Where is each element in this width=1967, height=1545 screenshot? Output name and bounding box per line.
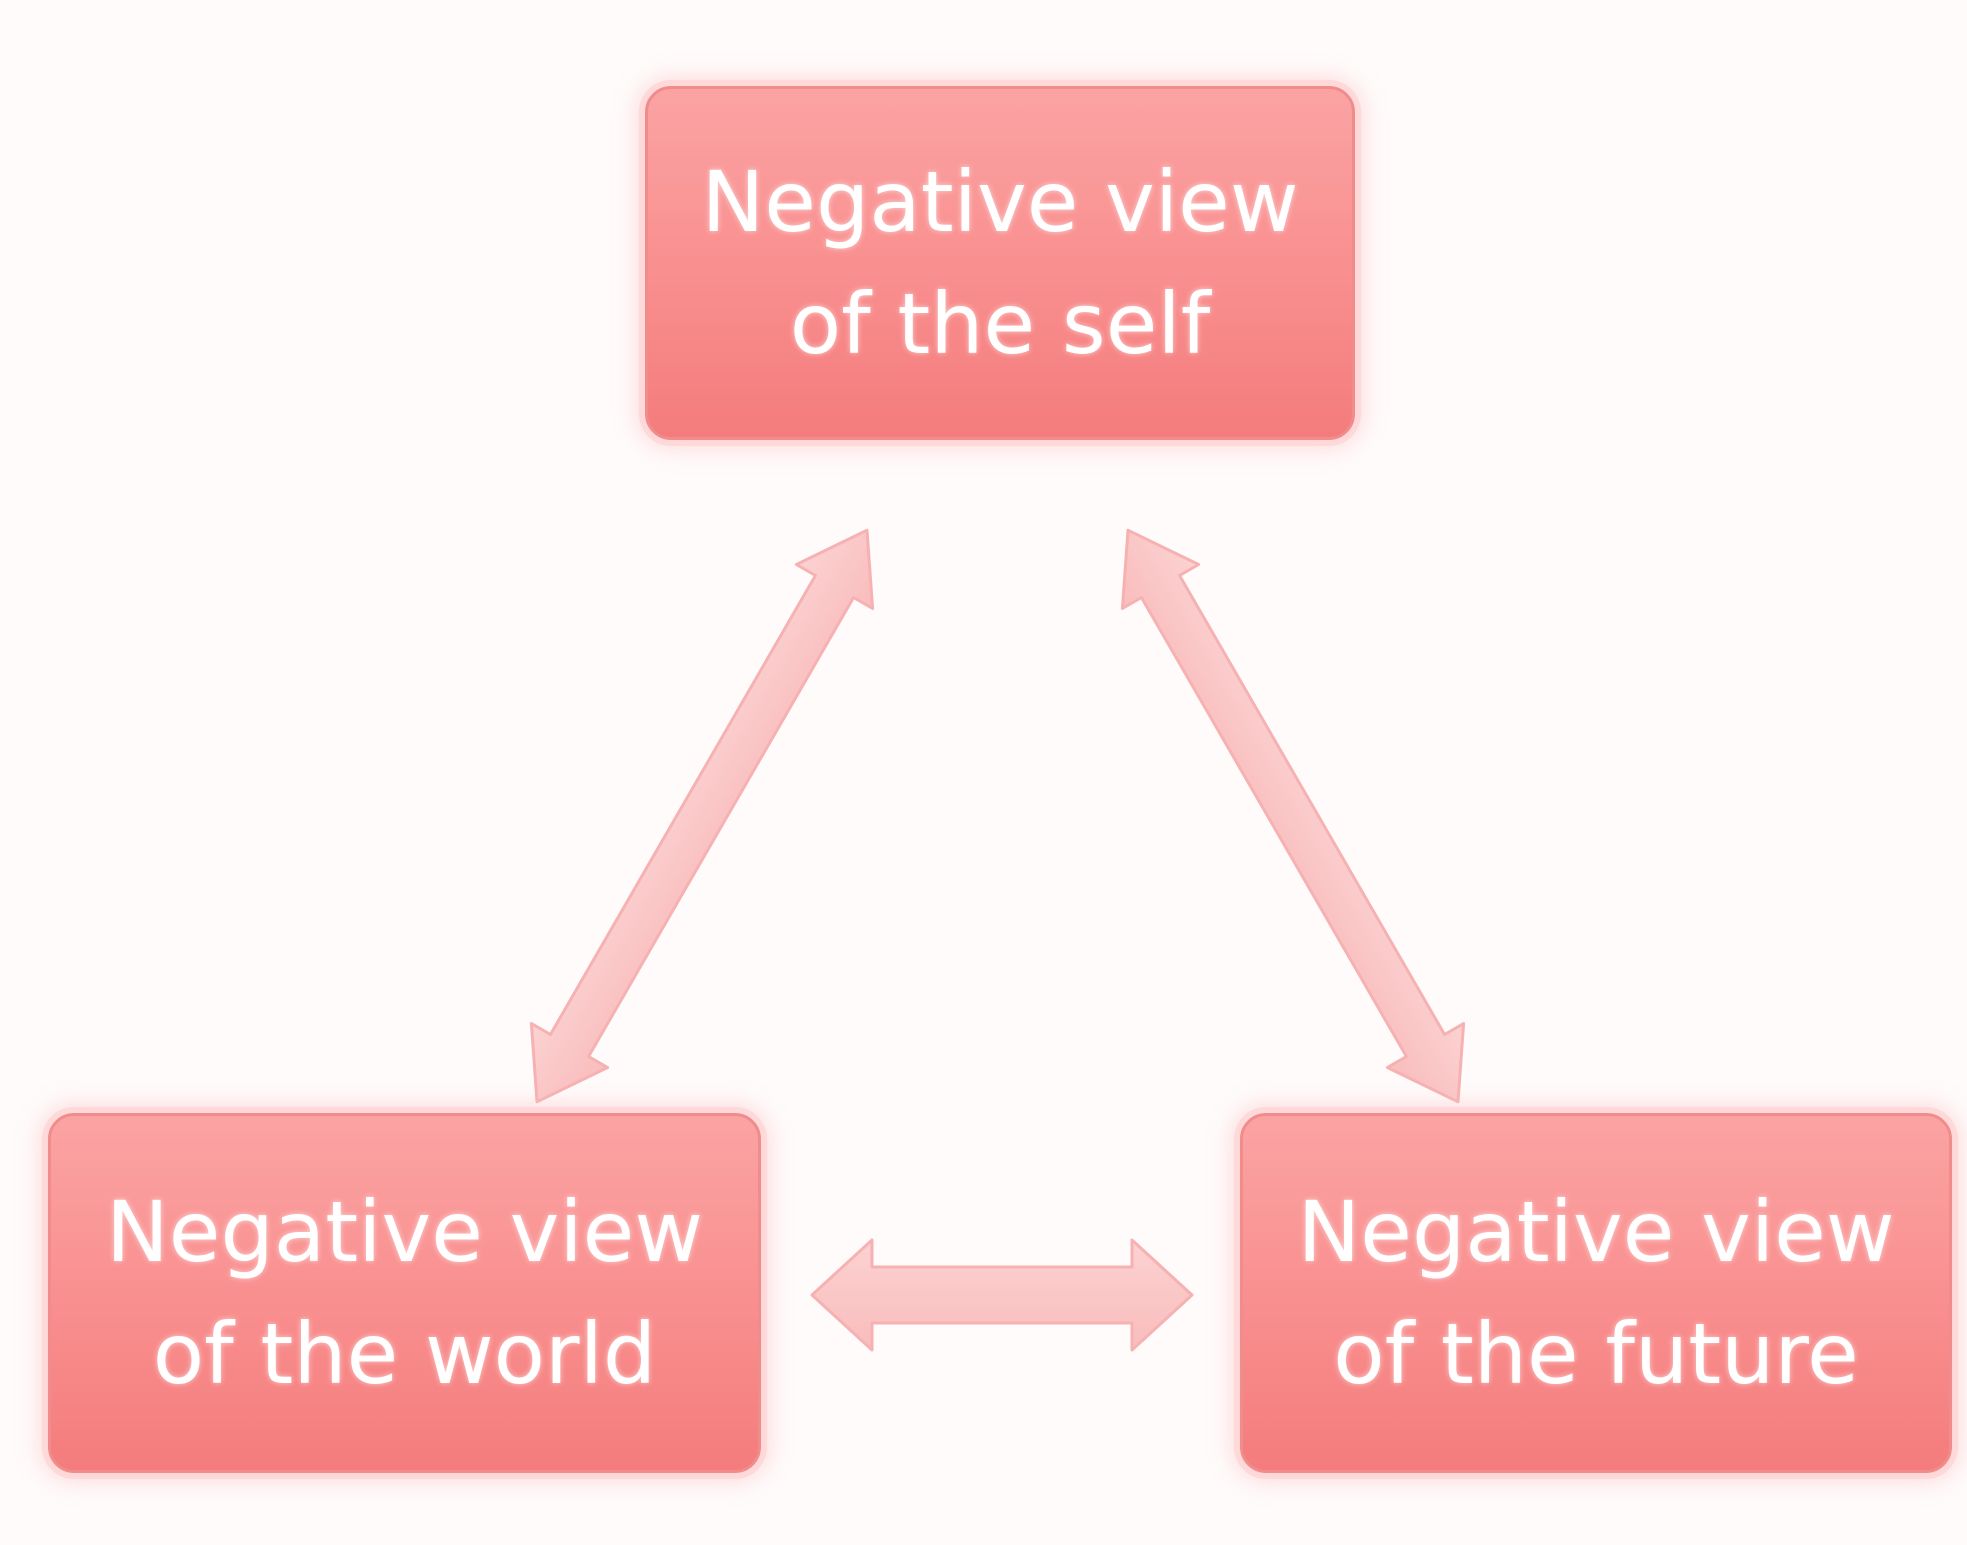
node-label-line1: Negative view: [1297, 1183, 1895, 1281]
arrow-world-future: [810, 1238, 1194, 1352]
node-label-line1: Negative view: [105, 1183, 704, 1281]
arrow-self-world: [529, 528, 875, 1104]
node-negative-view-self: Negative view of the self: [645, 86, 1355, 440]
arrow-self-future: [1120, 528, 1466, 1104]
node-label-line2: of the self: [789, 275, 1211, 373]
node-label-line2: of the world: [152, 1305, 657, 1403]
node-label-line1: Negative view: [701, 153, 1299, 251]
node-label-line2: of the future: [1333, 1305, 1859, 1403]
node-negative-view-world: Negative view of the world: [48, 1113, 761, 1473]
node-negative-view-future: Negative view of the future: [1240, 1113, 1952, 1473]
